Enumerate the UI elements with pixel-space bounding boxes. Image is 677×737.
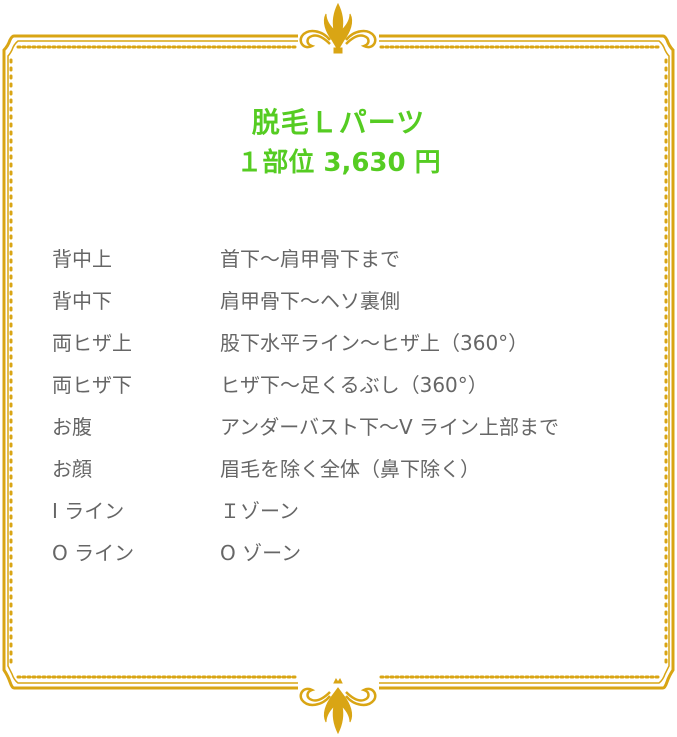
part-name: お顔 (52, 456, 92, 481)
list-item: O ライン O ゾーン (52, 530, 652, 572)
page-title: 脱毛Ｌパーツ (251, 106, 426, 139)
list-item: 背中上 首下〜肩甲骨下まで (52, 236, 652, 278)
part-description: 股下水平ライン〜ヒザ上（360°） (220, 330, 529, 355)
list-item: 両ヒザ下 ヒザ下〜足くるぶし（360°） (52, 362, 652, 404)
part-description: ヒザ下〜足くるぶし（360°） (220, 372, 488, 397)
list-item: I ライン Ｉゾーン (52, 488, 652, 530)
bottom-ornament-icon (299, 678, 377, 735)
part-name: 両ヒザ上 (52, 330, 132, 355)
part-description: 肩甲骨下〜ヘソ裏側 (220, 288, 400, 313)
part-description: アンダーバスト下〜V ライン上部まで (220, 414, 560, 439)
list-item: お顔 眉毛を除く全体（鼻下除く） (52, 446, 652, 488)
part-name: O ライン (52, 540, 135, 565)
part-description: 首下〜肩甲骨下まで (220, 246, 400, 271)
top-ornament-icon (299, 2, 377, 54)
price-label: １部位 3,630 円 (236, 148, 441, 178)
title-block: 脱毛Ｌパーツ １部位 3,630 円 (0, 103, 677, 181)
part-description: Ｉゾーン (220, 498, 299, 523)
part-name: I ライン (52, 498, 125, 523)
part-name: 背中下 (52, 288, 112, 313)
list-item: 両ヒザ上 股下水平ライン〜ヒザ上（360°） (52, 320, 652, 362)
list-item: 背中下 肩甲骨下〜ヘソ裏側 (52, 278, 652, 320)
list-item: お腹 アンダーバスト下〜V ライン上部まで (52, 404, 652, 446)
part-name: 背中上 (52, 246, 112, 271)
part-description: 眉毛を除く全体（鼻下除く） (220, 456, 480, 481)
parts-list: 背中上 首下〜肩甲骨下まで 背中下 肩甲骨下〜ヘソ裏側 両ヒザ上 股下水平ライン… (52, 236, 652, 572)
part-description: O ゾーン (220, 540, 302, 565)
part-name: お腹 (52, 414, 92, 439)
part-name: 両ヒザ下 (52, 372, 132, 397)
